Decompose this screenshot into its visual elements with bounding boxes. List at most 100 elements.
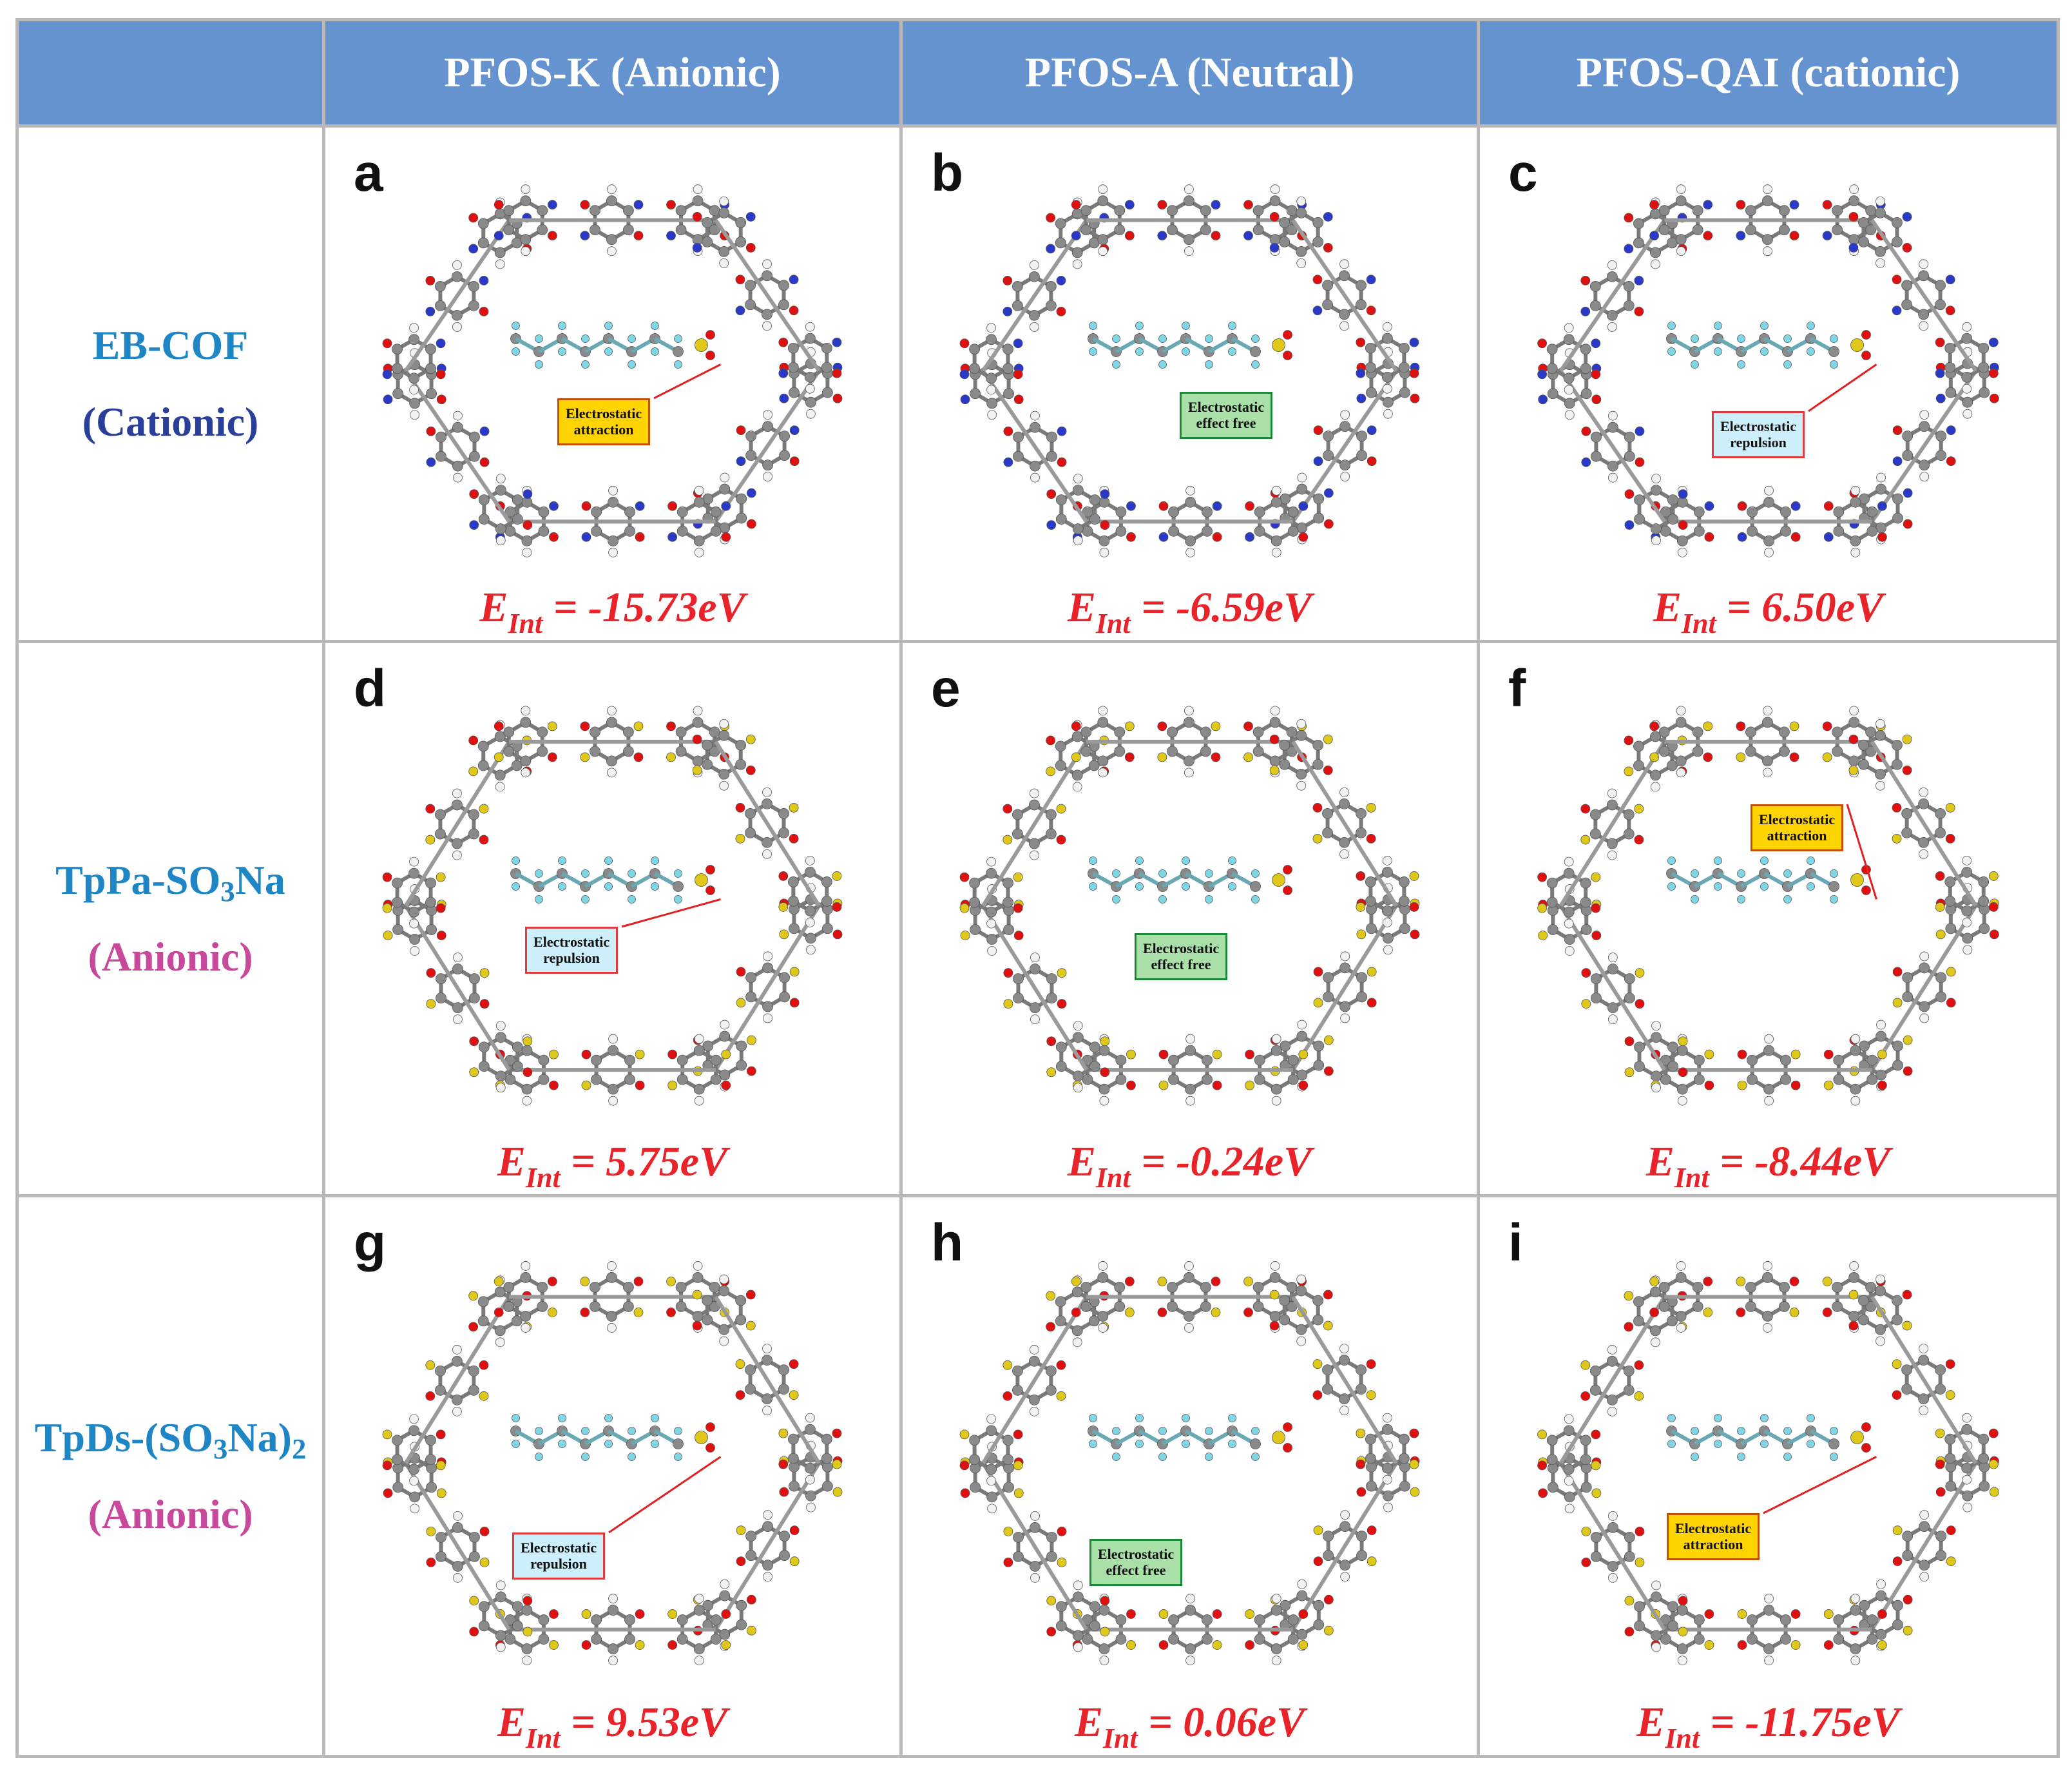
substituent-atom: [1271, 1034, 1281, 1044]
row-label-line2: (Cationic): [82, 398, 259, 445]
carbon-atom: [1312, 236, 1324, 247]
carbon-atom: [702, 1040, 714, 1052]
carbon-atom: [1045, 300, 1057, 311]
substituent-atom: [692, 1290, 702, 1300]
carbon-atom: [521, 1605, 533, 1616]
substituent-atom: [1676, 1261, 1686, 1271]
fluorine-atom: [1112, 895, 1120, 904]
fluorine-atom: [1807, 322, 1815, 330]
substituent-atom: [452, 788, 462, 798]
substituent-atom: [789, 802, 799, 813]
substituent-atom: [469, 1596, 479, 1606]
substituent-atom: [1382, 322, 1392, 332]
carbon-atom: [436, 992, 446, 1004]
fluorine-atom: [512, 1440, 520, 1448]
carbon-atom: [624, 1614, 635, 1625]
fluorine-atom: [1135, 856, 1144, 865]
substituent-atom: [832, 929, 843, 940]
carbon-atom: [504, 506, 516, 517]
carbon-atom: [1832, 1282, 1843, 1293]
substituent-atom: [1298, 501, 1309, 511]
carbon-atom: [676, 1054, 688, 1066]
carbon-atom: [425, 1454, 436, 1465]
row-label-line1: TpPa-SO3Na: [55, 857, 285, 908]
carbon-atom: [1055, 1296, 1066, 1308]
carbon-atom: [787, 342, 799, 354]
substituent-atom: [581, 501, 591, 511]
substituent-atom: [1269, 242, 1280, 253]
row-label-line1: TpDs-(SO3Na)2: [34, 1415, 307, 1465]
carbon-atom: [1383, 1490, 1394, 1502]
carbon-atom: [821, 342, 832, 354]
carbon-atom: [1185, 535, 1196, 546]
carbon-atom: [745, 1384, 756, 1395]
substituent-atom: [1409, 368, 1419, 378]
carbon-atom: [778, 299, 789, 311]
carbon-atom: [495, 1591, 506, 1603]
carbon-atom: [1658, 1282, 1670, 1293]
carbon-atom: [1961, 1462, 1973, 1474]
interaction-energy: EInt = 5.75eV: [497, 1138, 728, 1194]
carbon-atom: [1848, 1272, 1860, 1283]
substituent-atom: [1634, 835, 1644, 845]
carbon-atom: [624, 525, 635, 537]
carbon-atom: [451, 271, 463, 282]
fluorine-atom: [1158, 869, 1167, 878]
substituent-atom: [960, 1488, 970, 1498]
bond: [714, 218, 821, 372]
carbon-atom: [392, 363, 403, 374]
fluorine-atom: [512, 882, 520, 891]
substituent-atom: [1184, 768, 1194, 778]
substituent-atom: [1763, 1261, 1772, 1271]
carbon-atom: [1692, 726, 1703, 738]
carbon-atom: [1832, 726, 1843, 738]
carbon-atom: [1200, 205, 1211, 217]
carbon-atom: [986, 867, 997, 879]
carbon-atom: [520, 1272, 532, 1283]
substituent-atom: [1297, 1020, 1307, 1030]
substituent-atom: [635, 1080, 645, 1090]
carbon-atom: [1633, 1296, 1644, 1308]
carbon-atom: [1858, 217, 1869, 228]
carbon-atom: [986, 334, 997, 345]
substituent-atom: [1988, 1428, 1999, 1438]
fluorine-atom: [1135, 1440, 1144, 1448]
badge-line1: Electrostatic: [1720, 418, 1797, 434]
substituent-atom: [468, 1322, 479, 1332]
carbon-atom: [1676, 1045, 1688, 1056]
substituent-atom: [1323, 1320, 1333, 1331]
carbon-atom: [1892, 1314, 1903, 1326]
substituent-atom: [1184, 246, 1194, 256]
carbon-atom: [521, 1045, 533, 1056]
carbon-atom: [1279, 1295, 1290, 1306]
substituent-atom: [667, 1080, 678, 1090]
substituent-atom: [635, 532, 645, 542]
carbon-atom: [1322, 1364, 1333, 1376]
carbon-atom: [779, 450, 790, 461]
carbon-atom: [608, 1083, 619, 1095]
substituent-atom: [1013, 931, 1024, 940]
substituent-atom: [1099, 547, 1109, 557]
carbon-atom: [606, 234, 617, 246]
substituent-atom: [805, 856, 815, 865]
carbon-atom: [468, 828, 479, 840]
substituent-atom: [1581, 968, 1591, 978]
substituent-atom: [736, 1525, 746, 1536]
substituent-atom: [633, 1277, 644, 1286]
row-label-tppa: TpPa-SO3Na (Anionic): [15, 640, 325, 1197]
substituent-atom: [1607, 1406, 1617, 1416]
substituent-atom: [1919, 1013, 1930, 1023]
carbon-atom: [1312, 1314, 1324, 1326]
substituent-atom: [1312, 1390, 1323, 1400]
substituent-atom: [453, 411, 463, 421]
fluorine-atom: [1760, 1414, 1769, 1422]
substituent-atom: [1030, 1511, 1040, 1521]
substituent-atom: [1737, 501, 1747, 511]
substituent-atom: [1850, 1594, 1861, 1603]
substituent-atom: [1892, 967, 1903, 977]
fluorine-atom: [1737, 334, 1745, 343]
molecular-framework-image: [1537, 1261, 1999, 1665]
substituent-atom: [453, 1572, 463, 1583]
carbon-atom: [1072, 1070, 1084, 1082]
